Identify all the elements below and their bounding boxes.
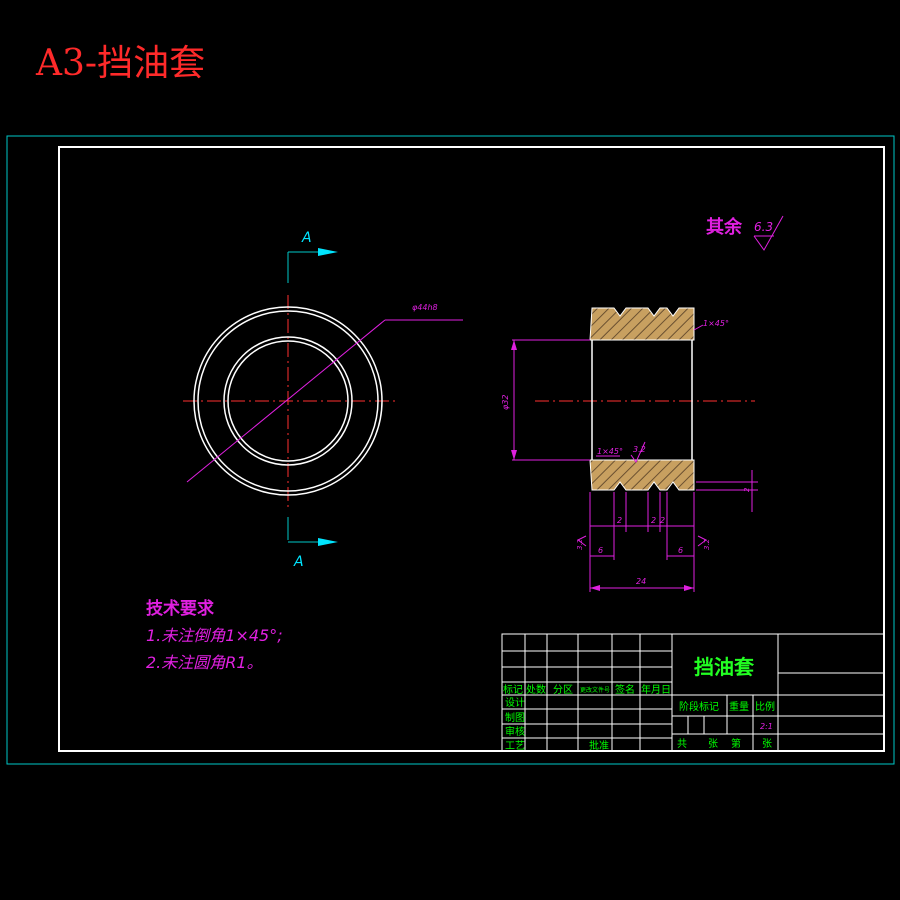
sheet-no: 第 — [731, 737, 741, 750]
tech-item-2: 2.未注圆角R1。 — [146, 653, 263, 672]
dim-groove-1: 2 — [617, 516, 622, 525]
title-block — [501, 633, 885, 752]
col-mark: 标记 — [503, 684, 523, 696]
scale-label: 比例 — [755, 700, 775, 713]
col-doc: 更改文件号 — [580, 686, 610, 694]
col-count: 处数 — [526, 683, 546, 696]
tech-requirements: 技术要求 1.未注倒角1×45°; 2.未注圆角R1。 — [146, 598, 283, 672]
dim-groove-3: 2 — [660, 516, 665, 525]
roughness-right: 3.2 — [703, 538, 711, 550]
dim-offset-right: 6 — [678, 546, 683, 555]
dim-groove-2: 2 — [651, 516, 656, 525]
chamfer-bottom: 1×45° — [597, 447, 623, 456]
surface-finish-value: 6.3 — [754, 220, 773, 234]
dim-depth-right: 2 — [743, 487, 751, 492]
stage-mark: 阶段标记 — [679, 700, 719, 713]
front-view: A A φ44h8 — [183, 230, 463, 570]
tech-item-1: 1.未注倒角1×45°; — [146, 626, 283, 645]
inner-frame — [58, 146, 885, 752]
bore-dimension: φ32 — [501, 395, 510, 410]
diameter-callout: φ44h8 — [412, 303, 438, 312]
tech-heading: 技术要求 — [146, 598, 214, 619]
part-name: 挡油套 — [694, 655, 754, 679]
surface-finish-label: 其余 — [706, 216, 743, 238]
sheet-unit: 张 — [708, 738, 718, 750]
section-label-top: A — [301, 230, 312, 246]
section-label-bottom: A — [293, 554, 304, 570]
col-sign: 签名 — [615, 683, 635, 696]
col-zone: 分区 — [553, 684, 573, 696]
row-check: 审核 — [505, 725, 525, 738]
dim-offset-left: 6 — [598, 546, 603, 555]
title-block-text: 挡油套 标记 处数 分区 更改文件号 签名 年月日 设计 制图 审核 工艺 批准… — [503, 655, 775, 752]
section-view: 1×45° 1×45° 3.2 φ32 2 2 2 6 6 3.2 — [501, 307, 758, 592]
chamfer-top: 1×45° — [703, 319, 729, 328]
row-design: 设计 — [505, 696, 525, 709]
surface-finish-note: 其余 6.3 — [706, 215, 784, 251]
row-process: 工艺 — [505, 740, 525, 752]
weight-label: 重量 — [729, 700, 749, 713]
approve: 批准 — [589, 739, 609, 752]
row-draw: 制图 — [505, 711, 525, 724]
roughness-left: 3.2 — [576, 538, 584, 550]
dim-total-length: 24 — [636, 577, 646, 586]
outer-frame — [6, 135, 895, 765]
drawing-title: A3-挡油套 — [35, 43, 205, 84]
col-date: 年月日 — [641, 683, 671, 696]
sheet-unit2: 张 — [762, 738, 772, 750]
roughness-inner: 3.2 — [633, 445, 646, 454]
scale-value: 2:1 — [760, 722, 773, 731]
sheet-total: 共 — [677, 738, 687, 750]
